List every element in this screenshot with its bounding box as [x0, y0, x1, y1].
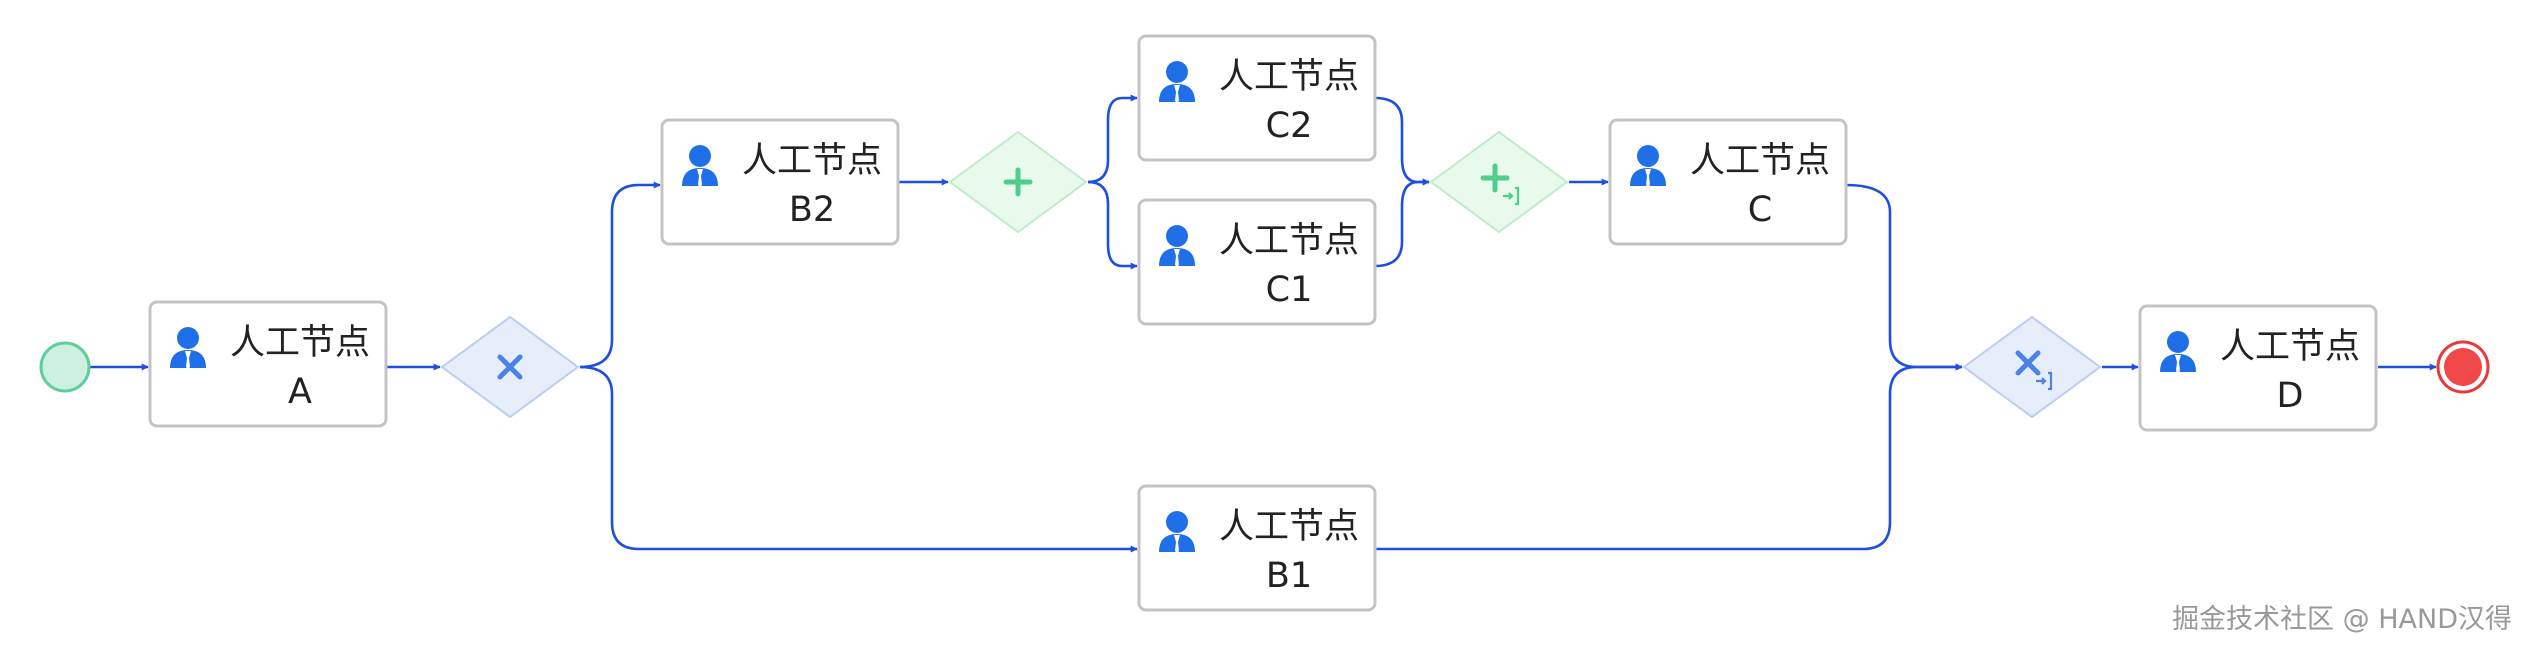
watermark: 掘金技术社区 @ HAND汉得: [2172, 604, 2512, 635]
sequence-flow: [1087, 180, 1138, 270]
plus-join-icon: [1480, 163, 1520, 206]
task-title: 人工节点: [1690, 141, 1830, 181]
gateway-xor-join[interactable]: [1962, 315, 2102, 419]
user-icon: [1630, 145, 1666, 187]
task-title: 人工节点: [1219, 507, 1359, 547]
task-title: 人工节点: [1219, 221, 1359, 261]
task-id-label: C1: [1266, 270, 1313, 310]
end-event[interactable]: [2436, 340, 2490, 394]
task-title: 人工节点: [230, 323, 370, 363]
sequence-flow: [1374, 96, 1430, 186]
task-id-label: C2: [1266, 106, 1313, 146]
sequence-flow: [579, 365, 1138, 553]
task-b1[interactable]: 人工节点 B1: [1137, 484, 1377, 612]
task-title: 人工节点: [742, 141, 882, 181]
nodes: 人工节点 A 人工节点 B2 人工节点 C2 人工节点 C1 人工节点 C 人工节点 B1 人工节点 D: [39, 34, 2490, 612]
gateway-and-join[interactable]: [1429, 130, 1569, 234]
start-event[interactable]: [39, 341, 91, 393]
task-id-label: D: [2277, 376, 2304, 416]
task-d[interactable]: 人工节点 D: [2138, 304, 2378, 432]
gateway-and-split[interactable]: [948, 130, 1088, 234]
sequence-flow: [1374, 178, 1430, 268]
task-a[interactable]: 人工节点 A: [148, 300, 388, 428]
plus-icon: [1003, 167, 1033, 197]
user-icon: [1159, 225, 1195, 267]
task-id-label: C: [1748, 190, 1772, 230]
task-title: 人工节点: [1219, 57, 1359, 97]
x-join-icon: [2015, 350, 2053, 391]
sequence-flow: [1087, 94, 1138, 184]
sequence-flow: [579, 181, 661, 369]
task-c1[interactable]: 人工节点 C1: [1137, 198, 1377, 326]
sequence-flow: [1375, 363, 1963, 551]
sequence-flow: [1845, 183, 1963, 371]
task-id-label: B1: [1266, 556, 1312, 596]
task-id-label: B2: [789, 190, 835, 230]
user-icon: [682, 145, 718, 187]
user-icon: [2160, 331, 2196, 373]
task-id-label: A: [288, 372, 312, 412]
task-c2[interactable]: 人工节点 C2: [1137, 34, 1377, 162]
user-icon: [1159, 511, 1195, 553]
task-c[interactable]: 人工节点 C: [1608, 118, 1848, 246]
user-icon: [170, 327, 206, 369]
task-b2[interactable]: 人工节点 B2: [660, 118, 900, 246]
user-icon: [1159, 61, 1195, 103]
flows: [90, 94, 2437, 553]
gateway-xor-split[interactable]: [440, 315, 580, 419]
x-icon: [497, 354, 523, 380]
task-title: 人工节点: [2220, 327, 2360, 367]
